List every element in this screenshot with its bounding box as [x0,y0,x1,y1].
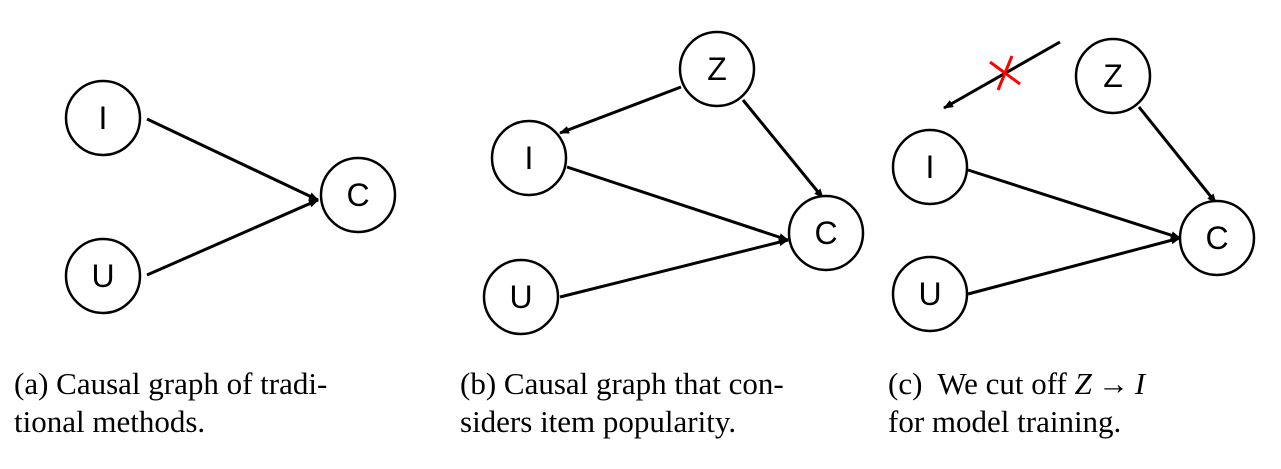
edge-c-i-to-c [967,168,1181,240]
node-c-i: I [891,128,969,206]
caption-b: (b) Causal graph that con- siders item p… [460,365,784,441]
node-b-c-label: C [814,215,837,251]
node-c-u-label: U [918,276,941,312]
node-b-u: U [482,258,560,336]
edge-b-z-to-c [741,99,825,199]
node-c-z-label: Z [1103,58,1123,94]
caption-b-line2: siders item popularity. [460,404,737,439]
caption-c-arrow: → [1097,366,1129,401]
caption-b-line1: (b) Causal graph that con- [460,366,784,401]
edge-b-i-to-c [566,165,789,242]
node-a-c-label: C [346,177,369,213]
cut-mark-icon [989,55,1021,91]
node-c-u: U [891,255,969,333]
node-b-i-label: I [525,140,534,176]
node-a-i: I [64,79,142,157]
caption-c-line1: (c) We cut off Z→I [888,365,1145,403]
node-c-z: Z [1074,37,1152,115]
node-a-i-label: I [99,100,108,136]
node-a-u: U [64,237,142,315]
node-c-c: C [1178,199,1256,277]
node-a-u-label: U [91,258,114,294]
edge-b-u-to-c [559,238,789,299]
node-b-z-label: Z [707,51,727,87]
node-c-i-label: I [926,149,935,185]
node-b-i: I [490,119,568,197]
edge-c-cut-z-to-i [943,40,1061,110]
node-c-c-label: C [1205,220,1228,256]
caption-c-to-var: I [1134,366,1146,401]
edge-c-u-to-c [967,236,1181,296]
caption-c-prefix: (c) We cut off [888,366,1075,401]
panel-b-graph: Z I U C [482,30,865,336]
node-a-c: C [319,156,397,234]
caption-a-line2: tional methods. [14,404,206,439]
caption-a: (a) Causal graph of tradi- tional method… [14,365,327,441]
node-b-u-label: U [509,279,532,315]
panel-a-graph: I U C [64,79,397,315]
node-b-z: Z [678,30,756,108]
caption-c: (c) We cut off Z→I for model training. [888,365,1145,441]
edge-a-i-to-c [146,117,319,202]
edge-a-u-to-c [146,198,319,277]
caption-c-line2: for model training. [888,404,1122,439]
caption-a-line1: (a) Causal graph of tradi- [14,366,328,401]
caption-c-from-var: Z [1074,366,1092,401]
edge-b-z-to-i [559,85,682,135]
panel-c-graph: Z I U C [891,37,1256,333]
edge-c-z-to-c [1137,106,1218,204]
node-b-c: C [787,194,865,272]
